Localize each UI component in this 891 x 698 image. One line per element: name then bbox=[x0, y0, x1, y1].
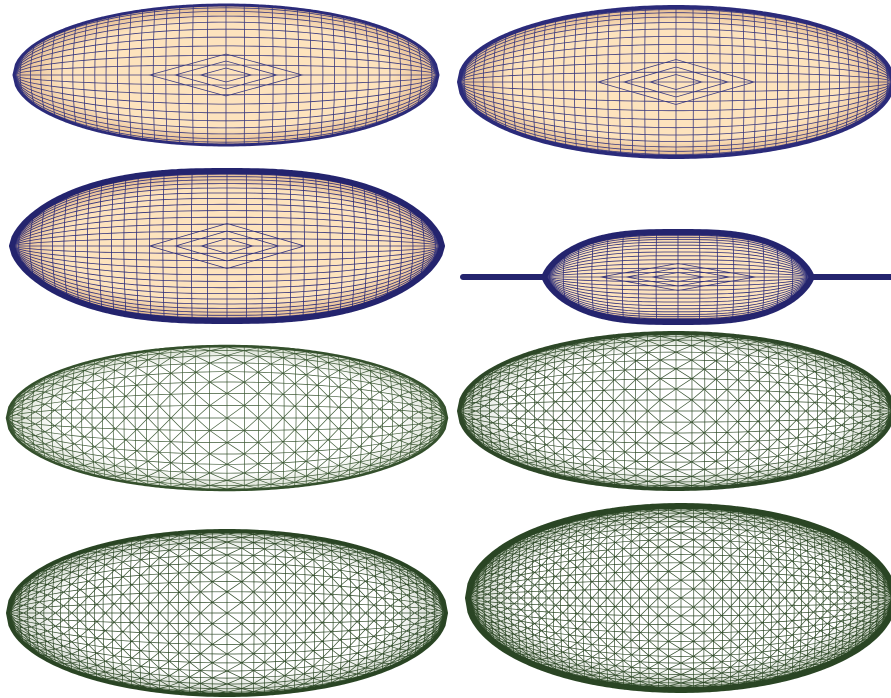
mesh-rim bbox=[9, 168, 445, 324]
mesh-rim bbox=[5, 344, 449, 492]
mesh-second-left bbox=[9, 168, 445, 324]
mesh-rim bbox=[12, 3, 440, 147]
mesh-third-left bbox=[5, 344, 449, 492]
wireframe bbox=[12, 171, 442, 321]
mesh-rim bbox=[457, 331, 891, 491]
mesh-rim bbox=[457, 5, 891, 159]
mesh-bottom-left bbox=[6, 529, 448, 697]
mesh-bottom-right bbox=[465, 503, 891, 693]
mesh-rim bbox=[460, 229, 891, 325]
mesh-top-right bbox=[457, 5, 891, 159]
mesh-rim bbox=[6, 529, 448, 697]
mesh-third-right bbox=[457, 331, 891, 491]
mesh-rim bbox=[465, 503, 891, 693]
mesh-second-right bbox=[460, 229, 891, 325]
mesh-top-left bbox=[12, 3, 440, 147]
